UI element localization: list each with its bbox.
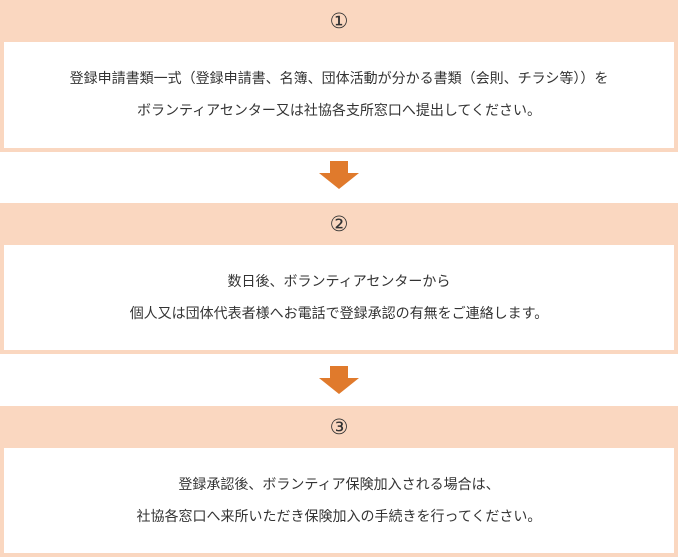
step-1-box: ① 登録申請書類一式（登録申請書、名簿、団体活動が分かる書類（会則、チラシ等））…: [0, 0, 678, 152]
step-3-body: 登録承認後、ボランティア保険加入される場合は、 社協各窓口へ来所いただき保険加入…: [4, 448, 674, 553]
step-2-body: 数日後、ボランティアセンターから 個人又は団体代表者様へお電話で登録承認の有無を…: [4, 245, 674, 350]
arrow-down-icon: [319, 161, 359, 189]
step-3-text-line-1: 登録承認後、ボランティア保険加入される場合は、: [178, 476, 500, 493]
arrow-down-icon: [319, 366, 359, 394]
step-2-number: ②: [329, 212, 349, 236]
step-3-text-line-2: 社協各窓口へ来所いただき保険加入の手続きを行ってください。: [136, 508, 542, 525]
step-1-text-line-2: ボランティアセンター又は社協各支所窓口へ提出してください。: [136, 103, 542, 119]
step-1-text-line-1: 登録申請書類一式（登録申請書、名簿、団体活動が分かる書類（会則、チラシ等））を: [69, 71, 609, 87]
step-3-number: ③: [329, 415, 349, 439]
step-1-body: 登録申請書類一式（登録申請書、名簿、団体活動が分かる書類（会則、チラシ等））を …: [4, 42, 674, 148]
step-2-text-line-1: 数日後、ボランティアセンターから: [227, 273, 451, 290]
step-1-number: ①: [329, 9, 349, 33]
step-3-box: ③ 登録承認後、ボランティア保険加入される場合は、 社協各窓口へ来所いただき保険…: [0, 406, 678, 557]
step-2-text-line-2: 個人又は団体代表者様へお電話で登録承認の有無をご連絡します。: [129, 305, 549, 322]
step-2-box: ② 数日後、ボランティアセンターから 個人又は団体代表者様へお電話で登録承認の有…: [0, 203, 678, 354]
